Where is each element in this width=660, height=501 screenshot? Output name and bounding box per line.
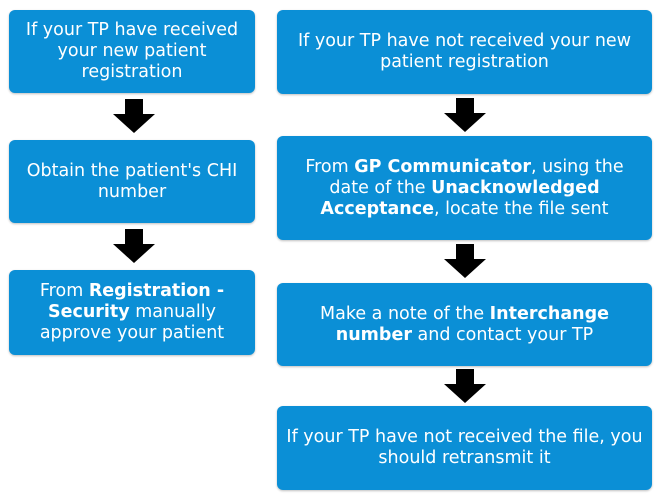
step-text: From Registration - Security manually ap… <box>17 281 247 344</box>
down-arrow-icon <box>444 369 486 403</box>
step-text-prefix: From <box>305 156 355 177</box>
step-text-suffix: and contact your TP <box>411 324 594 345</box>
step-text: Obtain the patient's CHI number <box>26 160 238 202</box>
step-text-suffix: manually approve your patient <box>39 302 225 343</box>
step-tp-not-received-registration: If your TP have not received your new pa… <box>277 10 652 94</box>
step-text-bold: GP Communicator <box>354 156 531 177</box>
step-text: From GP Communicator, using the date of … <box>285 157 644 220</box>
step-text: Make a note of the Interchange number an… <box>285 304 644 346</box>
step-text-middle: , using the date of the <box>329 156 624 198</box>
step-text: If your TP have not received your new pa… <box>297 31 632 72</box>
down-arrow-icon <box>444 98 486 132</box>
down-arrow-icon <box>113 229 155 263</box>
step-text-suffix: , locate the file sent <box>433 198 609 219</box>
step-text-prefix: From <box>39 281 89 301</box>
step-text-bold: Interchange number <box>335 303 609 345</box>
step-approve-patient: From Registration - Security manually ap… <box>9 270 255 355</box>
down-arrow-icon <box>444 244 486 278</box>
step-text-bold-2: Unacknowledged Acceptance <box>320 177 600 219</box>
step-text: If your TP have not received the file, y… <box>286 427 643 468</box>
step-text-bold: Registration - Security <box>47 281 225 322</box>
step-text-prefix: Make a note of the <box>320 303 490 324</box>
step-text: If your TP have received your new patien… <box>25 20 239 82</box>
step-note-interchange-number: Make a note of the Interchange number an… <box>277 283 652 366</box>
step-locate-file-sent: From GP Communicator, using the date of … <box>277 136 652 240</box>
step-tp-received-registration: If your TP have received your new patien… <box>9 10 255 93</box>
down-arrow-icon <box>113 99 155 133</box>
step-retransmit-file: If your TP have not received the file, y… <box>277 406 652 490</box>
step-obtain-chi-number: Obtain the patient's CHI number <box>9 140 255 223</box>
